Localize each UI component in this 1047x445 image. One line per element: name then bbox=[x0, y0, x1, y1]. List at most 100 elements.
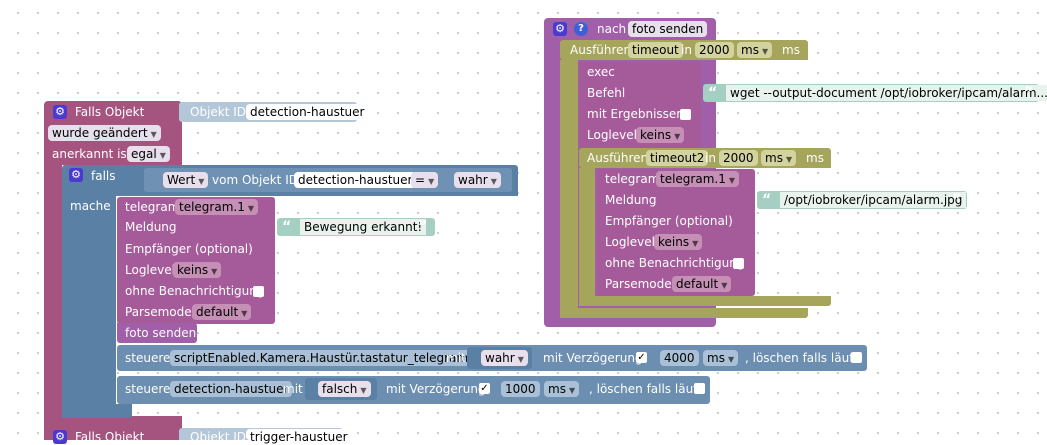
object-id-field[interactable]: trigger-haustuer bbox=[246, 429, 352, 444]
if-block-spine bbox=[62, 196, 116, 418]
timeout-label: Ausführen bbox=[570, 43, 632, 57]
chevron-down-icon: ▼ bbox=[674, 132, 681, 141]
telegram-message-string[interactable]: “ /opt/iobroker/ipcam/alarm.jpg ” bbox=[757, 191, 967, 209]
compare-value-dropdown[interactable]: wahr▼ bbox=[454, 172, 501, 188]
control-target-field[interactable]: detection-haustuer bbox=[170, 381, 293, 397]
function-name-field[interactable]: foto senden bbox=[628, 21, 708, 37]
telegram-label: telegram bbox=[605, 172, 660, 186]
timeout-block-footer bbox=[560, 308, 808, 318]
telegram-message-field[interactable]: Bewegung erkannt! bbox=[300, 219, 427, 235]
trigger-header-label: Falls Objekt bbox=[75, 430, 145, 444]
delay-label: mit Verzögerung bbox=[386, 382, 486, 396]
quote-open-icon: “ bbox=[282, 219, 292, 235]
function-after-label: nach bbox=[597, 22, 627, 36]
chevron-down-icon: ▼ bbox=[247, 204, 255, 213]
trigger-block-footer bbox=[44, 416, 182, 430]
delay-unit-dropdown[interactable]: ms▼ bbox=[544, 381, 580, 397]
exec-results-checkbox[interactable] bbox=[680, 109, 691, 120]
clear-checkbox[interactable] bbox=[851, 352, 862, 363]
quote-open-icon: “ bbox=[708, 85, 718, 101]
exec-loglevel-label: Loglevel bbox=[587, 128, 637, 142]
call-function-label: foto senden bbox=[125, 326, 197, 340]
control-label: steuere bbox=[125, 351, 171, 365]
timeout2-label: Ausführen bbox=[587, 151, 649, 165]
delay-unit-dropdown[interactable]: ms▼ bbox=[703, 350, 739, 366]
exec-loglevel-dropdown[interactable]: keins▼ bbox=[636, 127, 685, 143]
timeout-block-body bbox=[560, 60, 578, 318]
value-dropdown[interactable]: Wert▼ bbox=[163, 172, 209, 188]
object-id-field[interactable]: detection-haustuer bbox=[246, 104, 369, 120]
telegram-message-label: Meldung bbox=[605, 193, 657, 207]
chevron-down-icon: ▼ bbox=[211, 267, 218, 276]
control-with-label: mit bbox=[283, 382, 303, 396]
timeout-value-field[interactable]: 2000 bbox=[695, 42, 734, 58]
operator-dropdown[interactable]: =▼ bbox=[411, 172, 439, 188]
call-function-block[interactable] bbox=[117, 323, 197, 343]
chevron-down-icon: ▼ bbox=[517, 355, 524, 364]
telegram-loglevel-dropdown[interactable]: keins▼ bbox=[654, 234, 703, 250]
telegram-recipient-label: Empfänger (optional) bbox=[125, 242, 253, 256]
gear-icon[interactable]: ⚙ bbox=[69, 168, 83, 182]
telegram-instance-dropdown[interactable]: telegram.1▼ bbox=[656, 171, 740, 187]
telegram-loglevel-dropdown[interactable]: keins▼ bbox=[173, 262, 222, 278]
chevron-down-icon: ▼ bbox=[360, 386, 367, 395]
exec-command-field[interactable]: wget --output-document /opt/iobroker/ipc… bbox=[726, 85, 1047, 101]
control-value-dropdown[interactable]: wahr▼ bbox=[481, 350, 528, 366]
delay-checkbox[interactable]: ✓ bbox=[636, 352, 647, 363]
exec-command-string[interactable]: “ wget --output-document /opt/iobroker/i… bbox=[703, 84, 1047, 102]
gear-icon[interactable]: ⚙ bbox=[53, 105, 67, 119]
quote-close-icon: ” bbox=[952, 192, 962, 208]
telegram-block[interactable] bbox=[597, 169, 755, 296]
quote-close-icon: ” bbox=[1024, 85, 1034, 101]
exec-command-label: Befehl bbox=[587, 86, 626, 100]
help-icon[interactable]: ? bbox=[574, 22, 588, 36]
trigger-block[interactable] bbox=[44, 428, 182, 440]
object-id-label: Objekt ID bbox=[190, 430, 247, 444]
delay-value-field[interactable]: 1000 bbox=[501, 381, 540, 397]
delay-label: mit Verzögerung bbox=[543, 351, 643, 365]
changed-dropdown[interactable]: wurde geändert▼ bbox=[48, 125, 161, 141]
telegram-silent-checkbox[interactable] bbox=[733, 258, 744, 269]
telegram-message-string[interactable]: “ Bewegung erkannt! ” bbox=[277, 218, 435, 236]
chevron-down-icon: ▼ bbox=[490, 177, 497, 186]
telegram-instance-dropdown[interactable]: telegram.1▼ bbox=[175, 199, 259, 215]
chevron-down-icon: ▼ bbox=[721, 281, 728, 290]
timeout2-block-body bbox=[579, 168, 595, 306]
do-label: mache bbox=[70, 199, 111, 213]
chevron-down-icon: ▼ bbox=[785, 155, 793, 164]
telegram-parsemode-dropdown[interactable]: default▼ bbox=[672, 276, 732, 292]
clear-checkbox[interactable] bbox=[694, 383, 705, 394]
timeout2-value-field[interactable]: 2000 bbox=[719, 150, 758, 166]
timeout2-block-footer bbox=[579, 296, 831, 306]
telegram-loglevel-label: Loglevel bbox=[605, 235, 655, 249]
if-label: falls bbox=[91, 169, 116, 183]
control-target-field[interactable]: scriptEnabled.Kamera.Haustür.tastatur_te… bbox=[170, 350, 473, 366]
gear-icon[interactable]: ⚙ bbox=[53, 430, 67, 444]
chevron-down-icon: ▼ bbox=[159, 151, 166, 160]
telegram-loglevel-label: Loglevel bbox=[125, 263, 175, 277]
telegram-silent-label: ohne Benachrichtigung bbox=[125, 284, 265, 298]
control-value-dropdown[interactable]: falsch▼ bbox=[318, 381, 371, 397]
chevron-down-icon: ▼ bbox=[761, 47, 769, 56]
clear-label: , löschen falls läuft bbox=[589, 382, 702, 396]
timeout-name-field[interactable]: timeout bbox=[628, 42, 683, 58]
delay-checkbox[interactable]: ✓ bbox=[479, 383, 490, 394]
chevron-down-icon: ▼ bbox=[150, 130, 157, 139]
timeout-in-label: in bbox=[681, 43, 692, 57]
chevron-down-icon: ▼ bbox=[692, 239, 699, 248]
telegram-parsemode-dropdown[interactable]: default▼ bbox=[192, 304, 252, 320]
timeout2-name-field[interactable]: timeout2 bbox=[646, 150, 709, 166]
timeout2-unit-dropdown[interactable]: ms▼ bbox=[761, 150, 797, 166]
from-object-field[interactable]: detection-haustuer bbox=[294, 172, 417, 188]
delay-value-field[interactable]: 4000 bbox=[660, 350, 699, 366]
timeout2-in-label: in bbox=[705, 151, 716, 165]
telegram-block[interactable] bbox=[117, 197, 275, 324]
telegram-message-field[interactable]: /opt/iobroker/ipcam/alarm.jpg bbox=[780, 192, 967, 208]
trigger-block-spine bbox=[44, 165, 62, 440]
ack-dropdown[interactable]: egal▼ bbox=[127, 146, 170, 162]
telegram-silent-checkbox[interactable] bbox=[253, 286, 264, 297]
timeout-unit-dropdown[interactable]: ms▼ bbox=[737, 42, 773, 58]
exec-results-label: mit Ergebnissen bbox=[587, 107, 684, 121]
quote-open-icon: “ bbox=[762, 192, 772, 208]
gear-icon[interactable]: ⚙ bbox=[553, 22, 567, 36]
